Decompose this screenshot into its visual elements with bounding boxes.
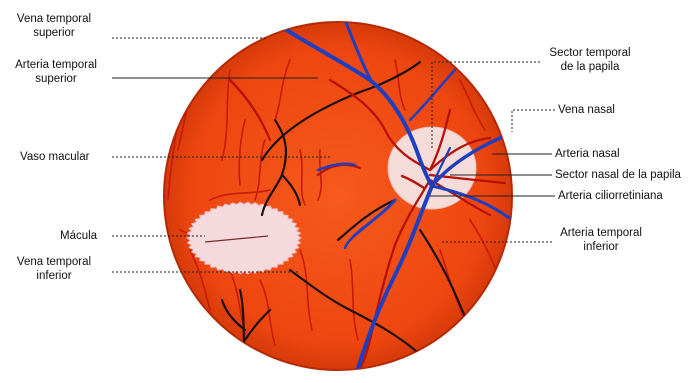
label-vena-temporal-superior: Vena temporal superior: [2, 12, 106, 40]
label-arteria-temporal-superior: Arteria temporal superior: [0, 58, 112, 86]
label-arteria-nasal: Arteria nasal: [555, 147, 620, 161]
label-vena-nasal: Vena nasal: [558, 103, 615, 117]
label-sector-temporal-papila: Sector temporal de la papila: [540, 46, 640, 74]
label-arteria-temporal-inferior: Arteria temporal inferior: [548, 226, 654, 254]
leader-vena-nasal: [512, 110, 555, 132]
label-sector-nasal-papila: Sector nasal de la papila: [555, 168, 681, 182]
label-vena-temporal-inferior: Vena temporal inferior: [0, 255, 108, 283]
label-vaso-macular: Vaso macular: [20, 150, 89, 164]
label-arteria-cilioretiniana: Arteria ciliorretiniana: [558, 189, 663, 203]
label-macula: Mácula: [60, 229, 97, 243]
